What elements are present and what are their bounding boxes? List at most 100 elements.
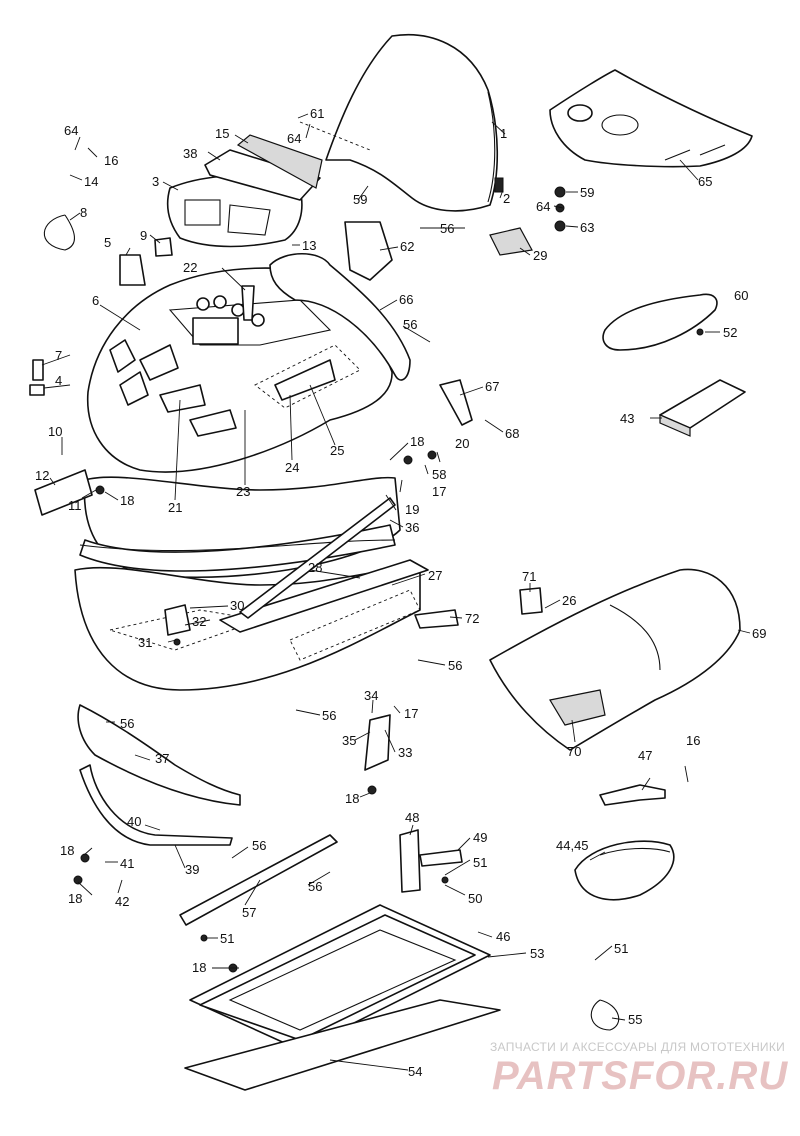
callout-34: 34 (364, 688, 378, 703)
callout-27: 27 (428, 568, 442, 583)
bracket-47 (599, 784, 666, 806)
callout-51a: 51 (473, 855, 487, 870)
callout-65: 65 (698, 174, 712, 189)
callout-36: 36 (405, 520, 419, 535)
callout-71: 71 (522, 569, 536, 584)
callout-69: 69 (752, 626, 766, 641)
callout-17a: 17 (432, 484, 446, 499)
callout-72: 72 (465, 611, 479, 626)
side-panel (269, 253, 411, 381)
callout-55: 55 (628, 1012, 642, 1027)
callout-58: 58 (432, 467, 446, 482)
callout-68: 68 (505, 426, 519, 441)
callout-2: 2 (503, 191, 510, 206)
callout-56d: 56 (322, 708, 336, 723)
callout-15: 15 (215, 126, 229, 141)
callout-17b: 17 (404, 706, 418, 721)
callout-54: 54 (408, 1064, 422, 1079)
callout-56c: 56 (120, 716, 134, 731)
callout-64a: 64 (64, 123, 78, 138)
callout-52: 52 (723, 325, 737, 340)
callout-labels: 1 2 3 4 5 6 7 8 9 10 11 12 13 14 15 16 1… (35, 106, 766, 1079)
windshield (299, 33, 499, 212)
callout-40: 40 (127, 814, 141, 829)
callout-64b: 64 (287, 131, 301, 146)
callout-5: 5 (104, 235, 111, 250)
callout-29: 29 (533, 248, 547, 263)
callout-3: 3 (152, 174, 159, 189)
console-assembly (166, 134, 323, 248)
callout-37: 37 (155, 751, 169, 766)
leader-lines (41, 113, 751, 1071)
storage-tray (184, 904, 501, 1091)
watermark-tagline: ЗАПЧАСТИ И АКСЕССУАРЫ ДЛЯ МОТОТЕХНИКИ (490, 1040, 786, 1054)
front-bumper (77, 704, 241, 846)
callout-56a: 56 (440, 221, 454, 236)
callout-70: 70 (567, 744, 581, 759)
callout-49: 49 (473, 830, 487, 845)
callout-66: 66 (399, 292, 413, 307)
callout-50: 50 (468, 891, 482, 906)
callout-18b: 18 (120, 493, 134, 508)
storage-box (659, 379, 746, 437)
callout-63: 63 (580, 220, 594, 235)
callout-62: 62 (400, 239, 414, 254)
callout-6: 6 (92, 293, 99, 308)
callout-60: 60 (734, 288, 748, 303)
callout-16b: 16 (686, 733, 700, 748)
callout-11: 11 (68, 498, 82, 513)
callout-42: 42 (115, 894, 129, 909)
hood (86, 267, 393, 473)
callout-59a: 59 (580, 185, 594, 200)
callout-18c: 18 (345, 791, 359, 806)
watermark-logo: PARTSFOR.RU (492, 1054, 789, 1098)
callout-24: 24 (285, 460, 299, 475)
callout-18e: 18 (68, 891, 82, 906)
rear-rack (549, 69, 753, 168)
seat (489, 568, 741, 751)
callout-47: 47 (638, 748, 652, 763)
callout-22: 22 (183, 260, 197, 275)
callout-67: 67 (485, 379, 499, 394)
callout-10: 10 (48, 424, 62, 439)
callout-25: 25 (330, 443, 344, 458)
callout-33: 33 (398, 745, 412, 760)
trim-strips (79, 497, 429, 633)
callout-44-45: 44,45 (556, 838, 589, 853)
callout-56f: 56 (308, 879, 322, 894)
callout-51c: 51 (614, 941, 628, 956)
callout-61: 61 (310, 106, 324, 121)
rail-strip (179, 834, 338, 926)
callout-18f: 18 (192, 960, 206, 975)
callout-48: 48 (405, 810, 419, 825)
callout-31: 31 (138, 635, 152, 650)
callout-43: 43 (620, 411, 634, 426)
callout-13: 13 (302, 238, 316, 253)
callout-56g: 56 (448, 658, 462, 673)
callout-51b: 51 (220, 931, 234, 946)
callout-8: 8 (80, 205, 87, 220)
callout-53: 53 (530, 946, 544, 961)
tool-bag (574, 840, 675, 901)
callout-12: 12 (35, 468, 49, 483)
callout-56b: 56 (403, 317, 417, 332)
callout-1: 1 (500, 126, 507, 141)
callout-30: 30 (230, 598, 244, 613)
callout-32: 32 (192, 614, 206, 629)
callout-28: 28 (308, 560, 322, 575)
callout-59b: 59 (353, 192, 367, 207)
callout-46: 46 (496, 929, 510, 944)
callout-14: 14 (84, 174, 98, 189)
hinge-bracket (399, 829, 463, 893)
grab-handle (602, 293, 718, 351)
callout-38: 38 (183, 146, 197, 161)
callout-7: 7 (55, 348, 62, 363)
callout-23: 23 (236, 484, 250, 499)
callout-56e: 56 (252, 838, 266, 853)
callout-57: 57 (242, 905, 256, 920)
callout-41: 41 (120, 856, 134, 871)
callout-26: 26 (562, 593, 576, 608)
callout-35: 35 (342, 733, 356, 748)
callout-20: 20 (455, 436, 469, 451)
